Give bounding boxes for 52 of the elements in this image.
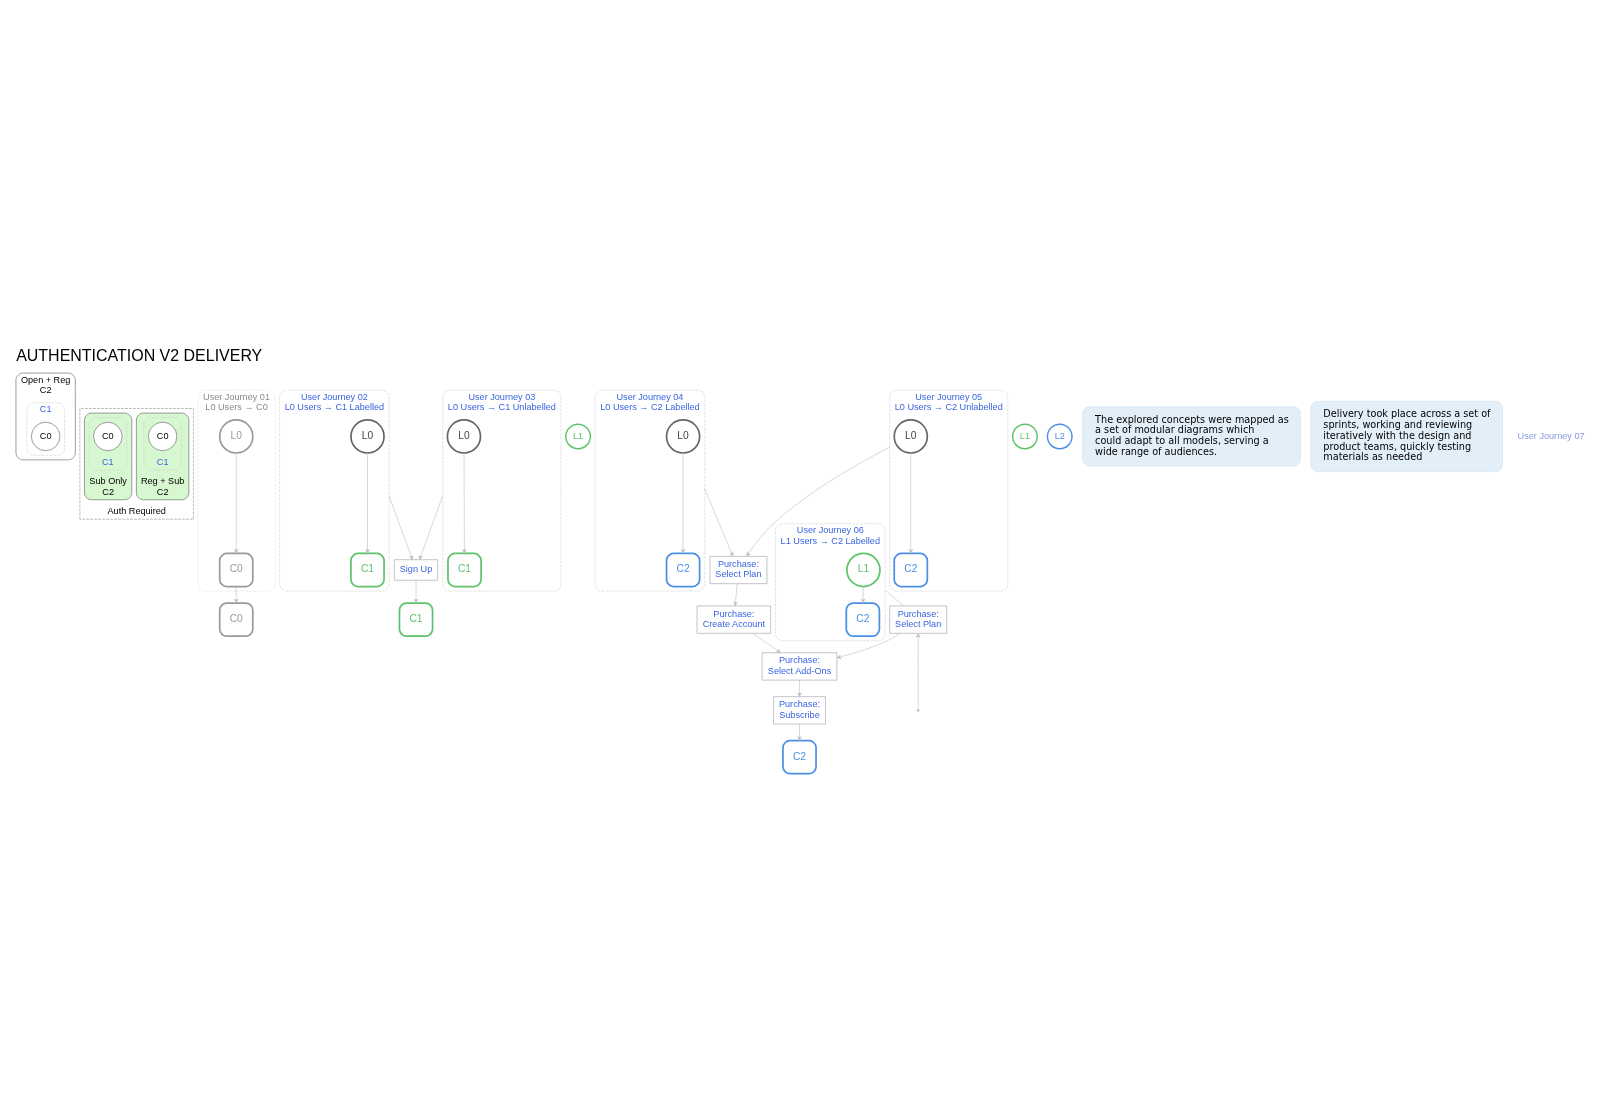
label: User Journey 07 [1517,430,1585,441]
node-box: Purchase: Subscribe [772,696,826,725]
arrow [745,447,890,557]
node-circle: L2 [1046,423,1073,450]
node-box: C2 [781,739,817,775]
connector [884,589,904,607]
arrow [461,452,466,554]
arrow [418,495,443,560]
node-circle: L0 [349,419,385,454]
diagram-title: AUTHENTICATION V2 DELIVERY [15,347,262,365]
node-box: C1 [398,602,433,638]
arrow [233,452,238,554]
node-circle: L1 [845,552,881,588]
arrow [364,452,370,554]
arrow [836,633,901,659]
node-box: C1 [349,552,385,588]
arrow [860,586,865,604]
arrow [413,580,418,604]
arrow [388,495,413,560]
node-box: The explored concepts were mapped as a set of modular diagrams which could adapt to all models, serving a wide range of audiences. [1081,406,1301,467]
node-label: Reg + Sub [140,476,184,487]
node-box: C2 [844,602,880,638]
node-box: C0 [218,552,254,588]
node-box: Purchase: Select Plan [709,556,767,584]
node-box: C2 [892,552,928,588]
arrow [233,586,238,604]
node-box: Sign Up [393,559,438,581]
node-circle: L0 [446,419,481,454]
node-circle: L1 [1011,423,1038,450]
arrow [908,452,913,554]
arrow [704,488,733,557]
arrow [796,723,802,741]
node-circle: L1 [564,423,591,450]
node-circle: C0 [147,421,177,451]
node-box: C2 [665,552,700,588]
arrow [796,680,802,697]
arrow [680,452,685,554]
node-box: Purchase: Select Add-Ons [761,652,837,681]
node-circle: L0 [665,419,700,454]
node-label: Open + Reg [20,374,70,385]
node-circle: C0 [30,421,60,451]
node-box: Purchase: Select Plan [888,605,947,634]
node-circle: L0 [892,419,928,454]
node-label: Sub Only [88,476,127,487]
node-box: Delivery took place across a set of sprints, working and reviewing iteratively with the design and product teams, quickly testing materials as needed [1310,401,1503,472]
arrow [732,583,738,607]
node-circle: L0 [218,419,254,454]
node-box: C1 [446,552,482,588]
node-box: Purchase: Create Account [696,605,771,634]
node-circle: C0 [92,421,122,451]
node-box: C0 [218,602,254,638]
arrow [752,633,781,653]
